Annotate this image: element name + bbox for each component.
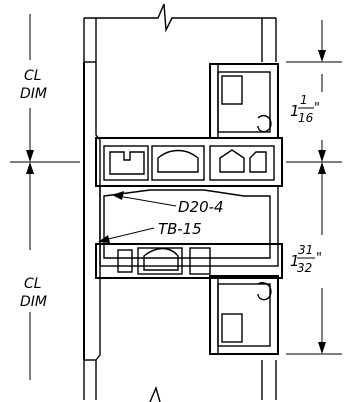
dim-arrow-mid-up [318,162,326,174]
cl-dim-top-line2: DIM [20,86,47,102]
left-web [83,61,101,361]
left-dimension-lines [10,14,80,380]
right-dimension-lines [286,20,342,355]
cl-dim-bottom-line2: DIM [20,294,47,310]
leaders [98,191,177,243]
dim-top-denominator: 16 [298,111,314,125]
dimension-top-fraction: 1 1 16 " [290,93,320,125]
lower-right-extrusion [209,275,279,355]
dim-top-unit: " [314,101,320,116]
dim-arrow-top [318,50,326,62]
bottom-break [83,360,277,402]
dim-bottom-numerator: 31 [298,243,313,257]
dim-top-whole: 1 [290,102,300,120]
dim-top-numerator: 1 [300,93,308,107]
dim-bottom-denominator: 32 [297,261,312,275]
dim-arrow-down [26,150,34,162]
cl-dim-bottom: CL DIM [20,276,47,310]
dim-arrow-up [26,162,34,174]
dimension-bottom-fraction: 1 31 32 " [290,243,322,275]
leader-arrow-tb15 [98,235,110,243]
dim-arrow-mid-down [318,150,326,162]
upper-right-extrusion [209,63,279,139]
dim-bottom-whole: 1 [290,252,300,270]
leader-arrow-d20 [112,191,124,200]
cl-dim-bottom-line1: CL [24,276,42,292]
part-label-d20: D20-4 [178,198,224,216]
cl-dim-top-line1: CL [24,68,42,84]
dim-arrow-bottom [318,342,326,354]
central-assembly [95,137,283,279]
part-label-tb15: TB-15 [158,220,202,238]
top-break [83,3,277,62]
cl-dim-top: CL DIM [20,68,47,102]
dim-bottom-unit: " [316,251,322,266]
